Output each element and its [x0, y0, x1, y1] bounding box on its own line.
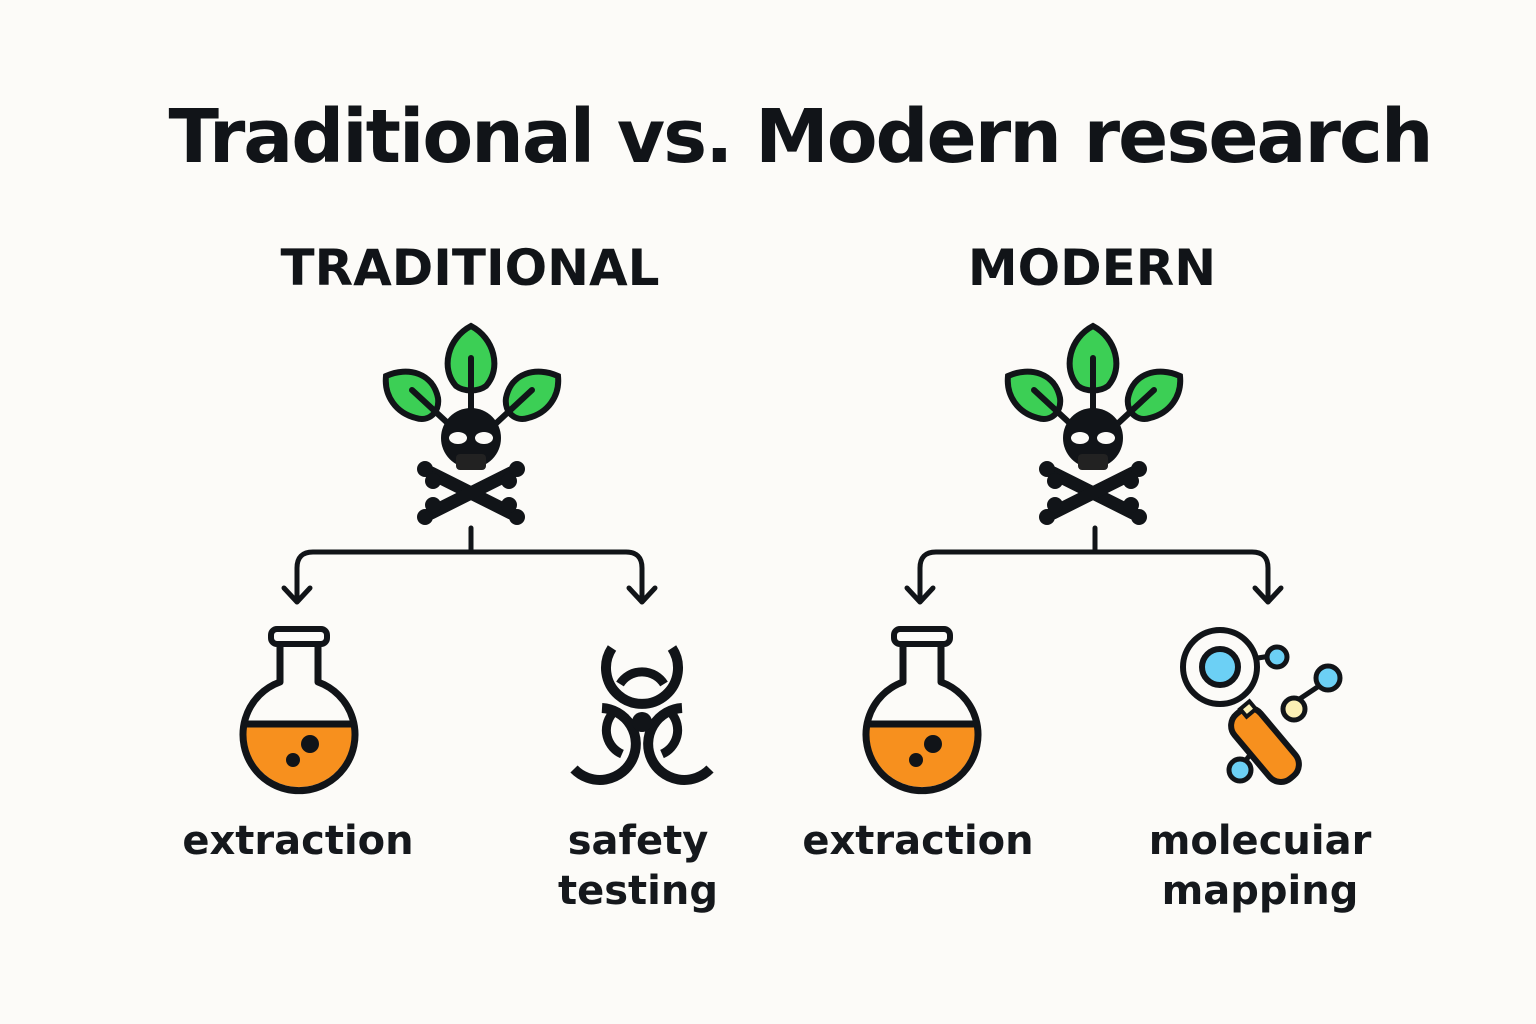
- heading-modern: MODERN: [967, 239, 1217, 297]
- molecule-magnifier-icon: [1180, 627, 1343, 785]
- flask-icon: [239, 626, 359, 795]
- branch-connector-modern: [904, 525, 1284, 605]
- label-molecular-mapping-line1: molecuiar: [1148, 818, 1372, 864]
- poison-plant-icon: [382, 322, 562, 518]
- label-molecular-mapping-line2: mapping: [1161, 868, 1359, 914]
- page-title: Traditional vs. Modern research: [168, 94, 1433, 180]
- label-extraction-traditional: extraction: [182, 818, 414, 864]
- branch-connector-traditional: [281, 525, 658, 605]
- biohazard-icon: [570, 645, 714, 785]
- label-safety-testing-line2: testing: [558, 868, 718, 914]
- label-extraction-modern: extraction: [802, 818, 1034, 864]
- heading-traditional: TRADITIONAL: [280, 239, 660, 297]
- label-safety-testing-line1: safety: [567, 818, 709, 864]
- flask-icon: [862, 626, 982, 795]
- poison-plant-icon: [1004, 322, 1184, 518]
